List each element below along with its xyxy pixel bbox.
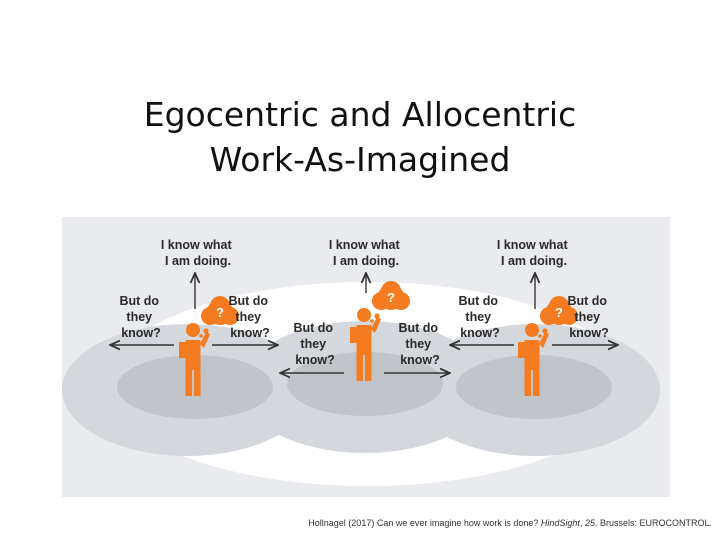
self-label: I know what I am doing. (329, 238, 403, 268)
thought-question-mark: ? (216, 305, 224, 320)
self-label: I know what I am doing. (497, 238, 571, 268)
title-line-1: Egocentric and Allocentric (143, 95, 577, 134)
others-label-right: But do they know? (567, 294, 610, 340)
citation-text: Hollnagel (2017) Can we ever imagine how… (308, 518, 541, 528)
slide-title: Egocentric and Allocentric Work-As-Imagi… (0, 92, 720, 182)
others-label-left: But do they know? (119, 294, 162, 340)
right-actor: ? I know what I am doing. But do they kn… (450, 238, 618, 396)
citation-publisher: . Brussels: EUROCONTROL. (594, 518, 712, 528)
others-label-left: But do they know? (293, 321, 336, 367)
citation-journal: HindSight (540, 518, 580, 528)
center-inner-ellipse (287, 352, 443, 416)
center-actor: ? I know what I am doing. But do they kn… (280, 238, 450, 381)
citation-separator: , (579, 518, 585, 528)
others-label-right: But do they know? (228, 294, 271, 340)
thought-question-mark: ? (555, 305, 563, 320)
work-as-imagined-diagram: ? I know what I am doing. But do they kn… (62, 217, 670, 497)
diagram-canvas: ? I know what I am doing. But do they kn… (62, 217, 670, 497)
title-line-2: Work-As-Imagined (209, 140, 511, 179)
others-label-right: But do they know? (398, 321, 441, 367)
self-label: I know what I am doing. (161, 238, 235, 268)
citation: Hollnagel (2017) Can we ever imagine how… (308, 518, 712, 528)
citation-volume: 25 (584, 518, 595, 528)
thought-question-mark: ? (387, 290, 395, 305)
left-actor: ? I know what I am doing. But do they kn… (110, 238, 278, 396)
others-label-left: But do they know? (458, 294, 501, 340)
